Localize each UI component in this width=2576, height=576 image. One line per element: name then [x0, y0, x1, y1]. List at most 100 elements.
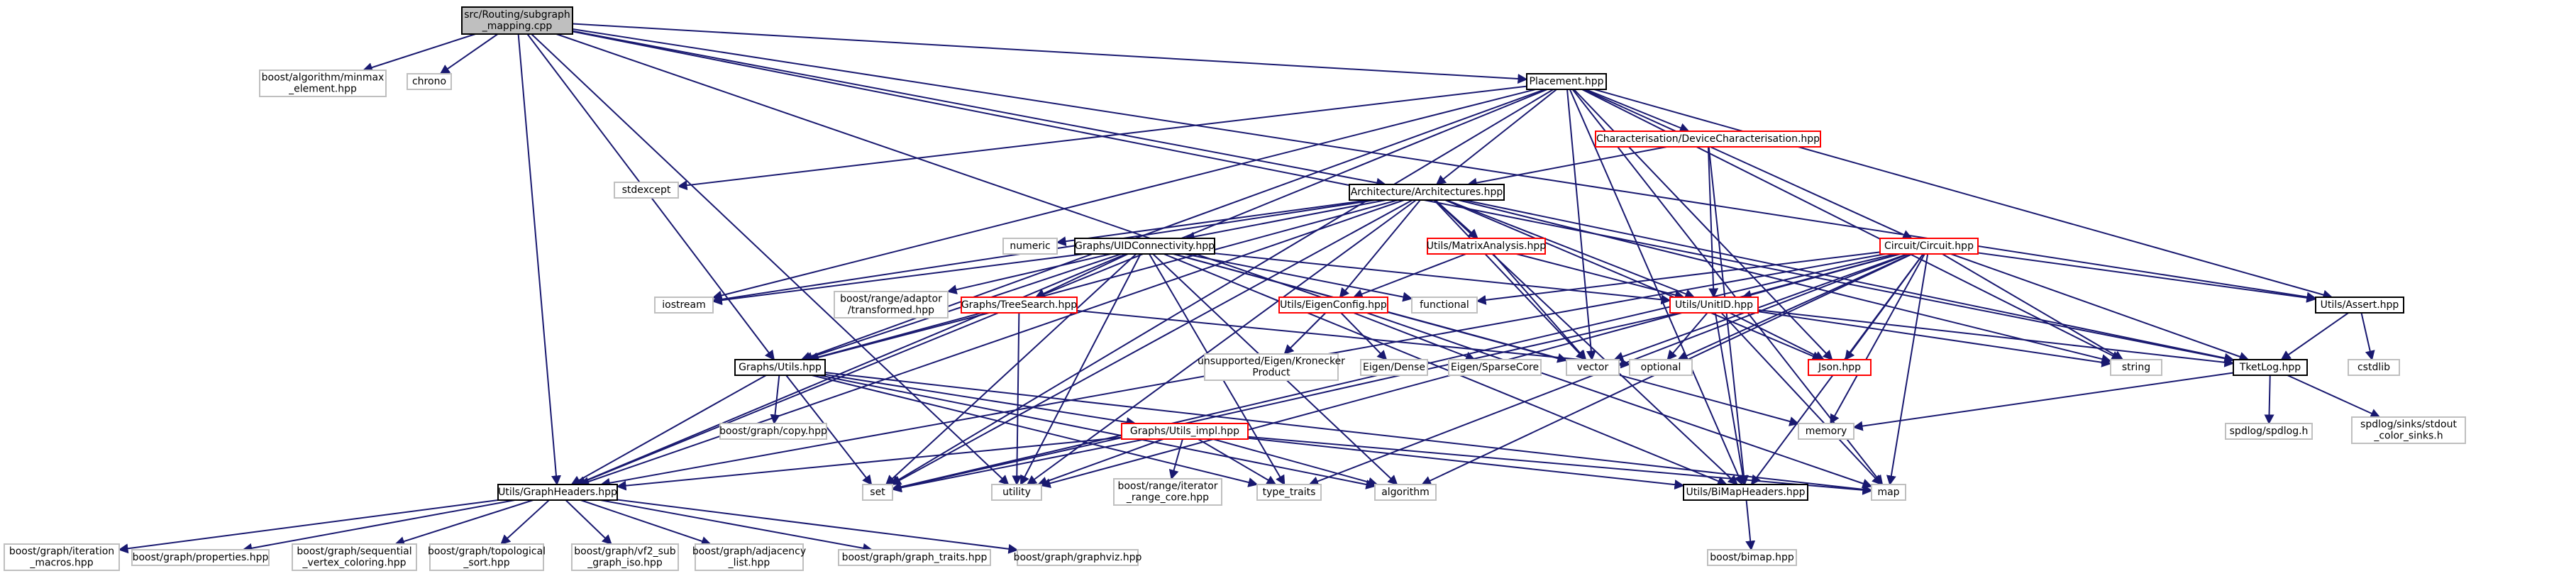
- edge-eigenconfig-to-kronecker: [1283, 312, 1327, 355]
- node-uidconn[interactable]: Graphs/UIDConnectivity.hpp: [1074, 238, 1215, 255]
- edge-placement-to-graphsutils: [800, 89, 1546, 362]
- edge-graphheaders-to-topo: [500, 499, 550, 545]
- edge-graphheaders-to-properties: [242, 499, 515, 553]
- node-eigenconfig[interactable]: Utils/EigenConfig.hpp: [1278, 297, 1388, 314]
- node-label: _graph_iso.hpp: [587, 558, 663, 569]
- node-label: stdexcept: [622, 184, 671, 196]
- edge-graphsutils-to-map: [824, 372, 1873, 494]
- node-box: [2225, 423, 2313, 440]
- edge-root-to-placement: [572, 23, 1528, 84]
- edge-root-to-assert: [572, 28, 2317, 302]
- node-itercore: boost/range/iterator_range_core.hpp: [1113, 478, 1222, 506]
- node-box: [461, 6, 573, 35]
- node-label: _macros.hpp: [29, 558, 93, 569]
- node-typetraits: type_traits: [1256, 484, 1322, 501]
- edge-graphheaders-to-itermacros: [118, 499, 499, 554]
- edge-placement-to-stdexcept: [677, 85, 1527, 191]
- edge-arch-to-utility: [1026, 199, 1417, 485]
- node-box: [695, 543, 804, 571]
- node-label: cstdlib: [2357, 362, 2390, 373]
- node-label: boost/graph/adjacency: [692, 546, 806, 558]
- node-json[interactable]: Json.hpp: [1808, 359, 1872, 376]
- node-bimap[interactable]: Utils/BiMapHeaders.hpp: [1683, 484, 1808, 501]
- edge-utilsimpl-to-set: [891, 438, 1146, 493]
- node-graphheaders[interactable]: Utils/GraphHeaders.hpp: [497, 484, 618, 501]
- node-label: algorithm: [1381, 487, 1430, 498]
- node-label: string: [2122, 362, 2150, 373]
- node-label: spdlog/spdlog.h: [2230, 426, 2309, 437]
- node-box: [429, 543, 544, 571]
- edge-layer: [118, 23, 2381, 554]
- edge-graphsutils-to-algorithm: [819, 375, 1376, 489]
- node-vf2: boost/graph/vf2_sub_graph_iso.hpp: [571, 543, 679, 571]
- node-boostbimap: boost/bimap.hpp: [1707, 549, 1797, 566]
- edge-arch-to-unitid: [1446, 199, 1696, 299]
- node-optional: optional: [1629, 359, 1693, 376]
- node-box: [1798, 423, 1854, 440]
- edge-placement-to-devchar: [1585, 89, 1690, 133]
- node-box: [614, 182, 679, 199]
- edge-unitid-to-set: [891, 312, 1680, 492]
- edge-placement-to-set: [890, 89, 1554, 485]
- node-box: [991, 484, 1042, 501]
- node-label: boost/algorithm/minmax: [262, 72, 385, 84]
- edge-graphsutils-to-typetraits: [812, 375, 1259, 487]
- node-string: string: [2110, 359, 2162, 376]
- edge-root-to-utility: [531, 33, 1010, 485]
- node-graphsutils[interactable]: Graphs/Utils.hpp: [734, 359, 826, 376]
- node-treesearch[interactable]: Graphs/TreeSearch.hpp: [961, 297, 1078, 314]
- edge-utilsimpl-to-map: [1247, 436, 1873, 495]
- node-properties: boost/graph/properties.hpp: [131, 549, 270, 566]
- node-root[interactable]: src/Routing/subgraph_mapping.cpp: [461, 6, 573, 35]
- node-label: Utils/BiMapHeaders.hpp: [1686, 487, 1806, 498]
- node-placement[interactable]: Placement.hpp: [1526, 73, 1607, 90]
- node-label: _vertex_coloring.hpp: [302, 558, 406, 569]
- edge-tketlog-to-memory: [1852, 372, 2234, 431]
- node-graphtraits: boost/graph/graph_traits.hpp: [838, 549, 991, 566]
- node-tketlog[interactable]: TketLog.hpp: [2233, 359, 2308, 376]
- edge-graphheaders-to-graphtraits: [599, 499, 873, 553]
- node-box: [1204, 353, 1339, 381]
- node-box: [1278, 297, 1388, 314]
- node-label: boost/range/iterator: [1117, 481, 1217, 492]
- node-utilsimpl[interactable]: Graphs/Utils_impl.hpp: [1121, 423, 1249, 440]
- node-label: Json.hpp: [1818, 362, 1861, 373]
- node-circuit[interactable]: Circuit/Circuit.hpp: [1879, 238, 1979, 255]
- node-arch[interactable]: Architecture/Architectures.hpp: [1349, 184, 1505, 201]
- node-assert[interactable]: Utils/Assert.hpp: [2315, 297, 2404, 314]
- node-label: Characterisation/DeviceCharacterisation.…: [1596, 133, 1820, 145]
- node-box: [862, 484, 893, 501]
- node-label: spdlog/sinks/stdout: [2360, 419, 2457, 431]
- node-label: boost/graph/vf2_sub: [574, 546, 676, 558]
- node-label: boost/graph/iteration: [9, 546, 114, 558]
- node-label: utility: [1002, 487, 1031, 498]
- node-devchar[interactable]: Characterisation/DeviceCharacterisation.…: [1595, 131, 1821, 148]
- node-box: [1411, 297, 1478, 314]
- edge-matrix-to-eigenconfig: [1352, 253, 1466, 299]
- node-box: [2315, 297, 2404, 314]
- node-label: optional: [1641, 362, 1681, 373]
- edge-placement-to-iostream: [712, 89, 1536, 301]
- edge-matrix-to-vector: [1492, 253, 1587, 361]
- node-unitid[interactable]: Utils/UnitID.hpp: [1669, 297, 1759, 314]
- edge-uidconn-to-adaptor: [946, 253, 1112, 295]
- node-label: vector: [1577, 362, 1609, 373]
- edge-root-to-chrono: [439, 33, 499, 74]
- edge-graphheaders-to-adjlist: [580, 499, 712, 546]
- edge-graphsutils-to-copy: [770, 375, 780, 425]
- edge-uidconn-to-iostream: [712, 253, 1084, 306]
- edge-graphsutils-to-set: [785, 375, 873, 486]
- node-box: [1002, 238, 1058, 255]
- edge-placement-to-json: [1573, 89, 1833, 361]
- edge-arch-to-uidconn: [1184, 199, 1386, 242]
- node-box: [407, 73, 452, 90]
- edge-circuit-to-functional: [1476, 251, 1881, 305]
- node-label: Utils/EigenConfig.hpp: [1280, 299, 1387, 311]
- node-graphviz: boost/graph/graphviz.hpp: [1014, 549, 1142, 566]
- edge-utilsimpl-to-bimap: [1247, 437, 1685, 490]
- node-matrix[interactable]: Utils/MatrixAnalysis.hpp: [1427, 238, 1546, 255]
- node-box: [654, 297, 714, 314]
- node-box: [1121, 423, 1249, 440]
- edge-graphheaders-to-graphviz: [617, 499, 1019, 554]
